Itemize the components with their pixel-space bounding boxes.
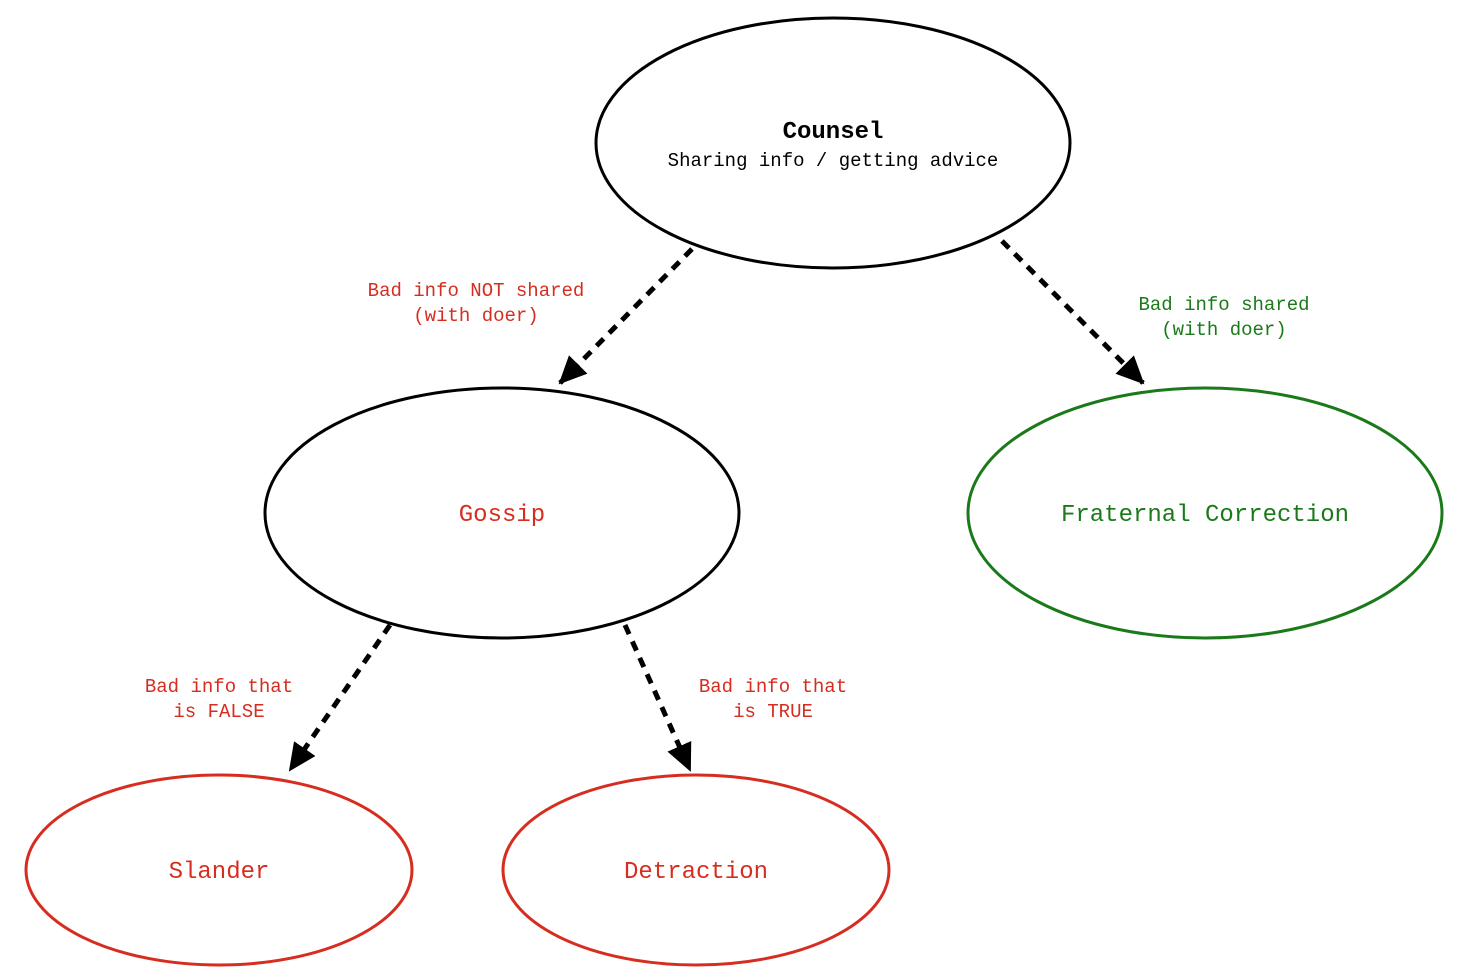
edge-label-counsel-gossip-line1: Bad info NOT shared — [368, 280, 585, 302]
node-detraction-shape — [501, 773, 891, 967]
edge-counsel-gossip-line — [558, 247, 694, 385]
node-gossip: Gossip — [263, 386, 741, 640]
edge-label-counsel-fraternal-line2: (with doer) — [1161, 319, 1286, 341]
edge-gossip-detraction — [622, 623, 693, 772]
edge-counsel-gossip — [558, 247, 694, 385]
edge-label-gossip-slander-line1: Bad info that — [145, 676, 293, 698]
edge-gossip-slander — [287, 623, 393, 772]
edge-counsel-fraternal-line — [1000, 239, 1145, 385]
edge-label-counsel-fraternal-line1: Bad info shared — [1138, 294, 1309, 316]
edge-counsel-fraternal — [1000, 239, 1145, 385]
node-fraternal-correction: Fraternal Correction — [966, 386, 1444, 640]
node-slander-shape — [24, 773, 414, 967]
edge-label-counsel-gossip-line2: (with doer) — [413, 305, 538, 327]
node-detraction: Detraction — [501, 773, 891, 967]
node-slander-title: Slander — [169, 859, 270, 886]
node-gossip-title: Gossip — [459, 502, 545, 529]
node-counsel: Counsel Sharing info / getting advice — [594, 16, 1072, 270]
edge-gossip-slander-line — [287, 623, 393, 772]
edge-label-gossip-slander-line2: is FALSE — [173, 701, 264, 723]
node-fraternal-correction-shape — [966, 386, 1444, 640]
node-counsel-subtitle: Sharing info / getting advice — [668, 150, 999, 172]
edge-label-gossip-detraction-line1: Bad info that — [699, 676, 847, 698]
edge-label-gossip-detraction-line2: is TRUE — [733, 701, 813, 723]
node-counsel-title: Counsel — [783, 119, 884, 146]
edge-gossip-detraction-line — [622, 623, 693, 772]
node-slander: Slander — [24, 773, 414, 967]
node-counsel-shape — [594, 16, 1072, 270]
node-fraternal-correction-title: Fraternal Correction — [1061, 502, 1349, 529]
node-detraction-title: Detraction — [624, 859, 768, 886]
node-gossip-shape — [263, 386, 741, 640]
